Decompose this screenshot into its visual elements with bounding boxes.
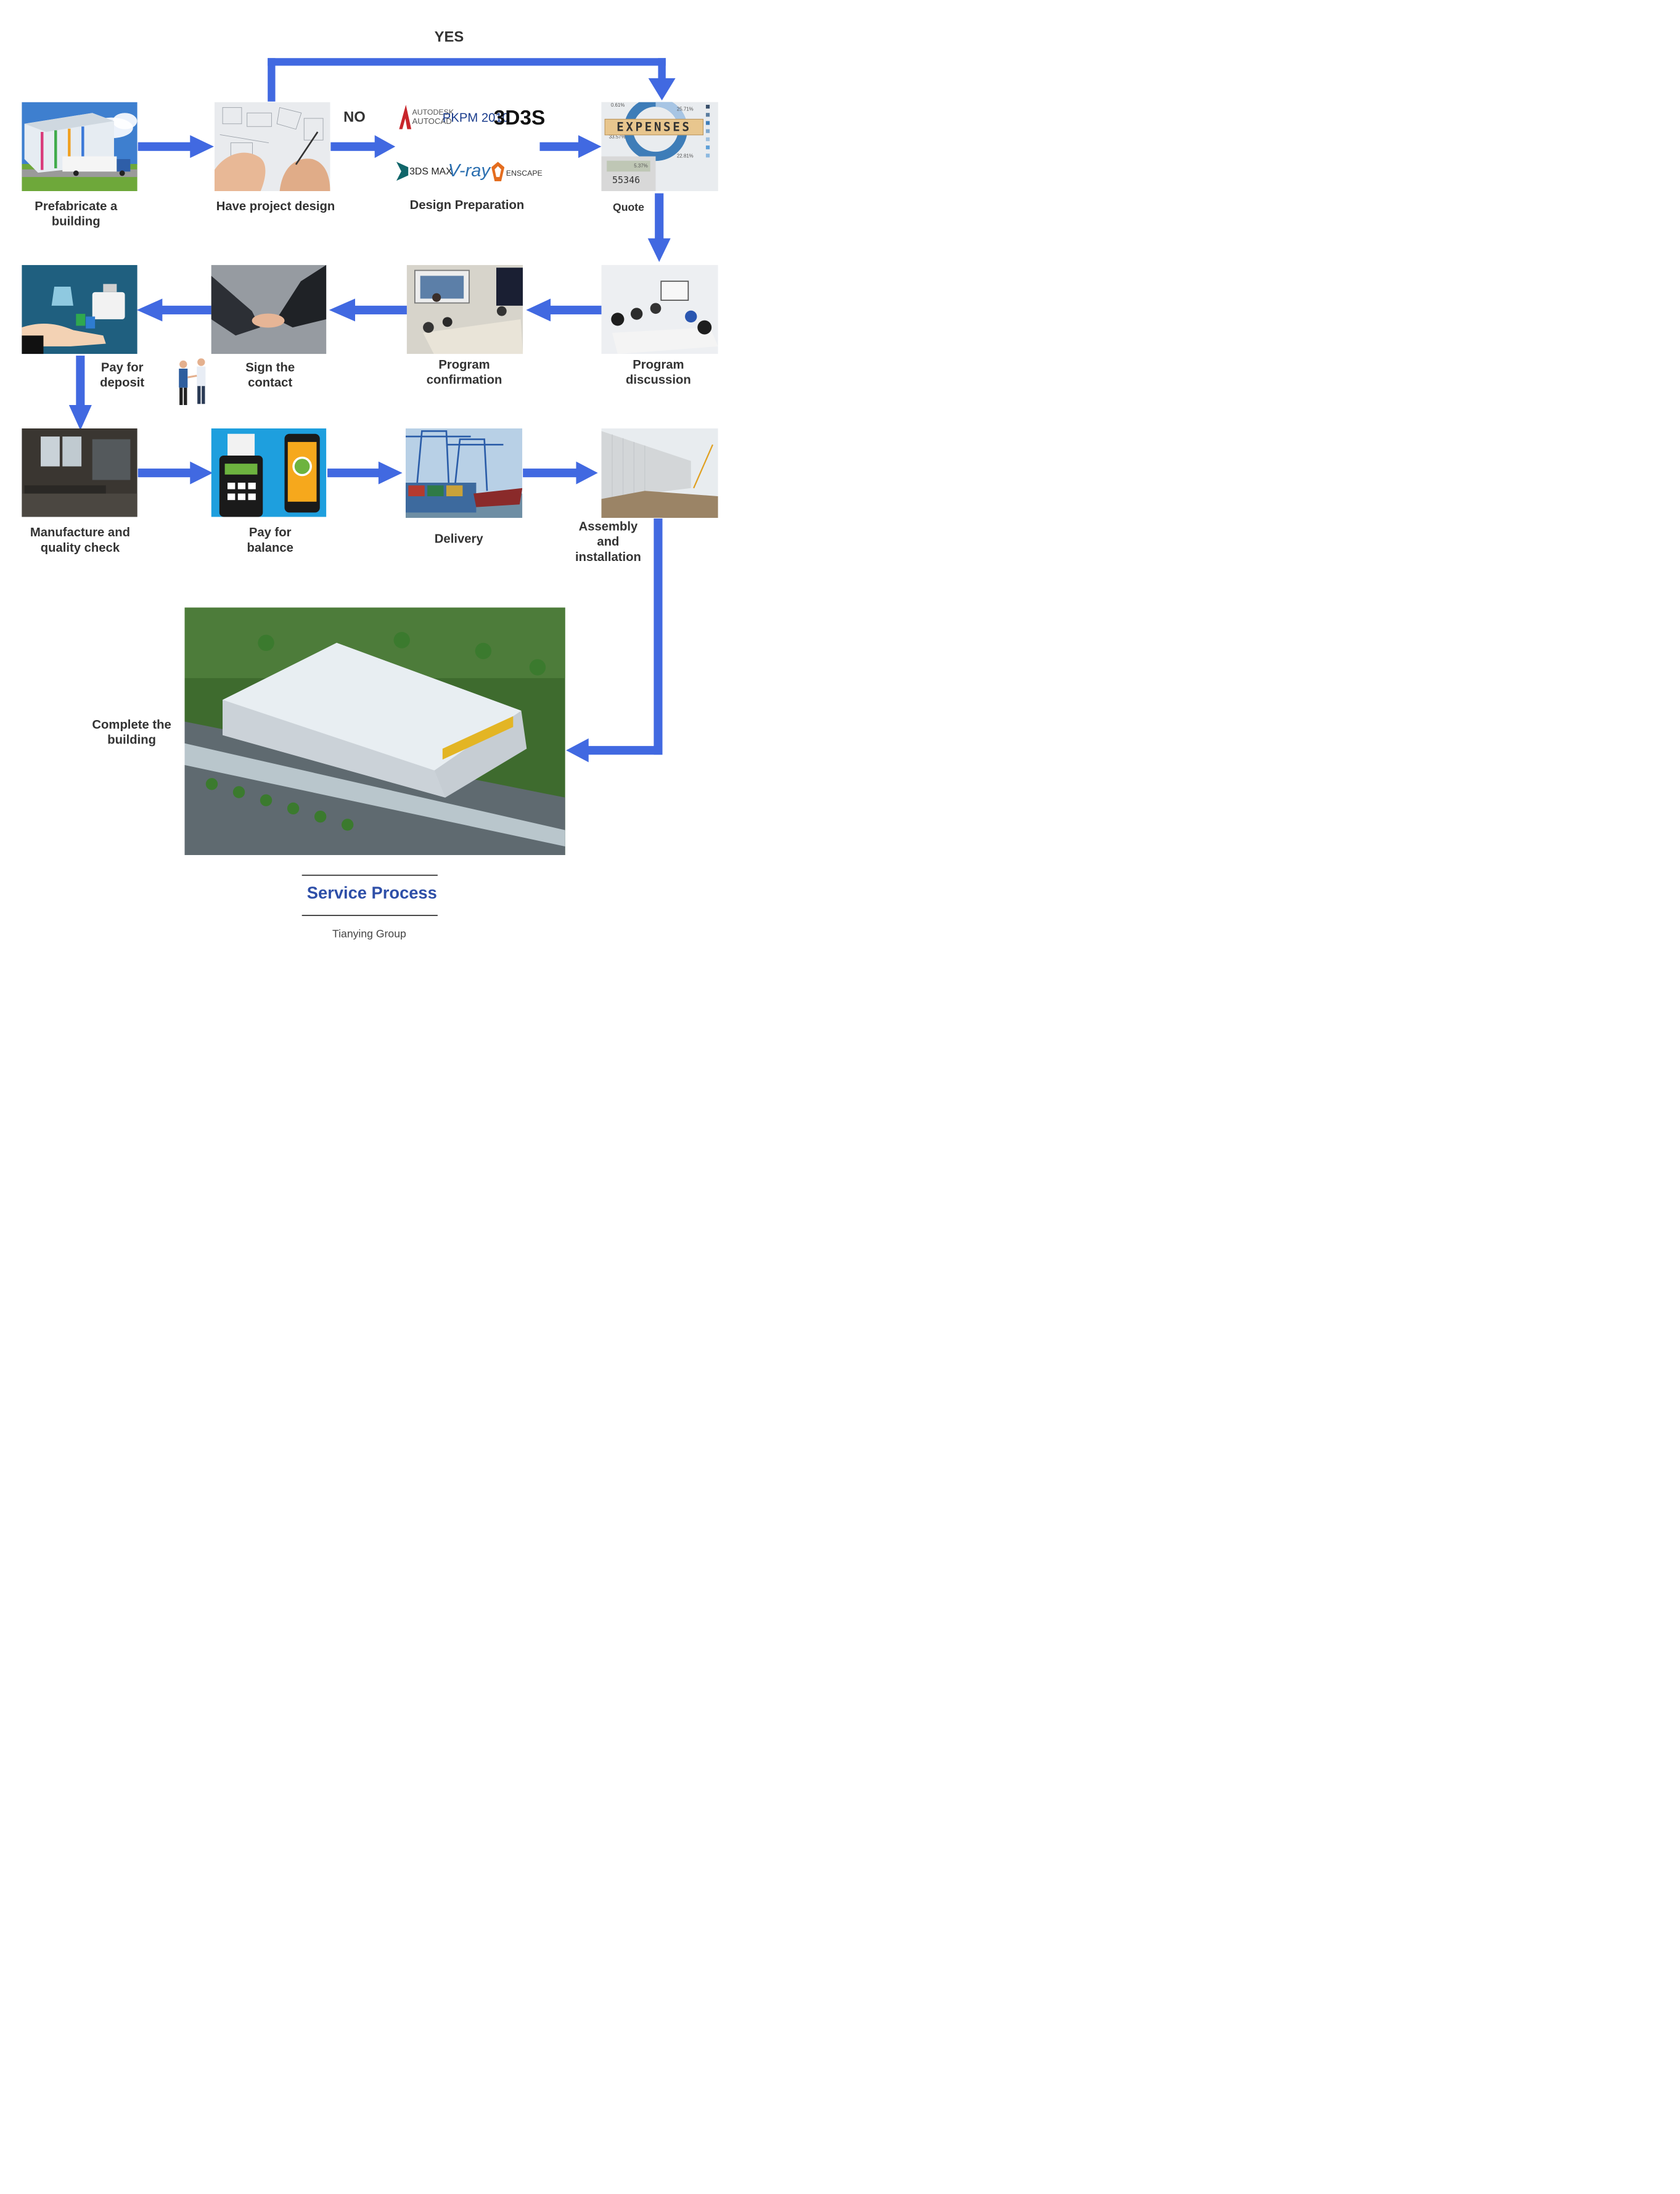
step-sign-contract-label: Sign the contact (245, 359, 295, 390)
step-design-preparation-label: Design Preparation (409, 197, 525, 212)
assembly-image (601, 428, 718, 518)
threeds-max-icon (396, 162, 409, 181)
pay-deposit-image (22, 264, 137, 354)
project-design-image (214, 102, 330, 192)
autocad-product-text: AUTOCAD (412, 117, 452, 126)
no-label: NO (343, 108, 366, 126)
step-prefabricate-label: Prefabricate a building (35, 199, 118, 228)
quote-pct-d: 22.81% (676, 153, 694, 159)
software-logos: AUTODESK AUTOCAD PKPM 2010 3D3S 3DS MAX … (394, 102, 545, 192)
step-program-confirmation-label: Program confirmation (426, 357, 502, 387)
step-complete-label: Complete the building (92, 717, 171, 747)
handshake-people-icon (179, 358, 206, 406)
step-pay-deposit-label: Pay for deposit (100, 359, 145, 390)
program-discussion-image (601, 264, 718, 354)
step-program-discussion-label: Program discussion (625, 357, 691, 387)
title-rule-bottom (301, 915, 438, 916)
quote-expenses-image: 0.61% 25.71% 33.57% 22.81% 5.37% EXPENSE… (601, 102, 718, 192)
quote-expenses-blocks: EXPENSES (604, 118, 703, 136)
quote-pct-a: 0.61% (610, 102, 625, 108)
footer-subtitle: Tianying Group (332, 928, 406, 940)
manufacture-image (22, 428, 137, 517)
title-rule-top (301, 874, 438, 876)
enscape-logo-text: ENSCAPE (506, 168, 543, 178)
step-pay-balance-label: Pay for balance (247, 525, 293, 555)
quote-pct-c: 33.57% (608, 134, 626, 140)
threed3s-logo-text: 3D3S (493, 106, 546, 129)
enscape-icon (491, 162, 505, 182)
pkpm-logo-text: PKPM 2010 (442, 110, 509, 125)
prefabricated-building-image (22, 102, 137, 192)
footer-title: Service Process (306, 883, 437, 903)
autocad-icon (399, 104, 412, 129)
step-project-design-label: Have project design (216, 199, 335, 213)
step-quote-label: Quote (613, 201, 644, 214)
step-assembly-label: Assembly and installation (575, 518, 641, 564)
program-confirmation-image (406, 264, 523, 354)
flow-arrows (68, 58, 676, 763)
step-manufacture-label: Manufacture and quality check (30, 525, 130, 555)
quote-calculator-display: 55346 (612, 174, 641, 186)
autocad-brand-text: AUTODESK (412, 107, 454, 117)
quote-pct-b: 25.71% (676, 106, 694, 112)
sign-contract-image (211, 264, 327, 354)
yes-label: YES (434, 28, 464, 45)
pay-balance-image (211, 428, 327, 517)
quote-pct-e: 5.37% (634, 163, 648, 169)
step-delivery-label: Delivery (434, 531, 483, 546)
vray-logo-text: V-ray (448, 160, 490, 180)
delivery-image (405, 428, 523, 518)
complete-building-image (184, 607, 565, 856)
threeds-max-logo-text: 3DS MAX (409, 165, 453, 177)
